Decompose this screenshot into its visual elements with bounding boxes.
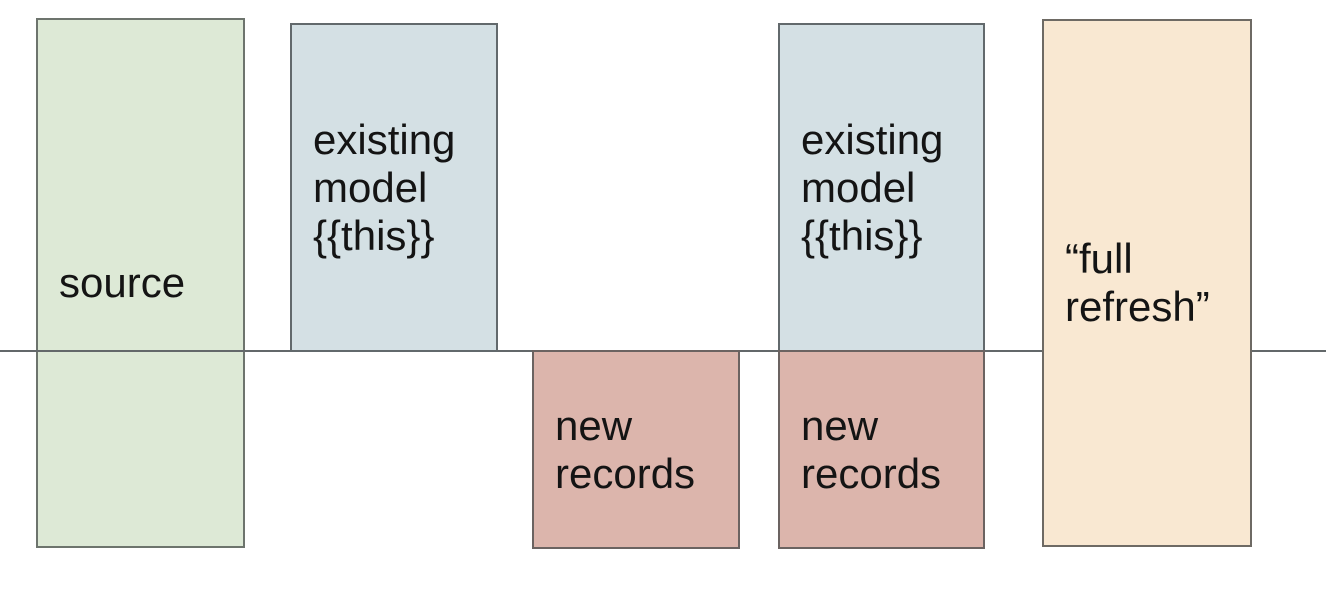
new-records-box-1: new records bbox=[532, 350, 740, 549]
source-box: source bbox=[36, 18, 245, 548]
new-records-box-2-label: new records bbox=[801, 401, 942, 497]
existing-model-box-2-label: existing model {{this}} bbox=[801, 115, 944, 259]
source-box-label: source bbox=[59, 259, 186, 306]
existing-model-box-1-label: existing model {{this}} bbox=[313, 115, 456, 259]
full-refresh-box-label: “full refresh” bbox=[1065, 235, 1210, 330]
new-records-box-1-label: new records bbox=[555, 401, 696, 497]
existing-model-box-1: existing model {{this}} bbox=[290, 23, 498, 352]
existing-model-box-2: existing model {{this}} bbox=[778, 23, 985, 352]
full-refresh-box: “full refresh” bbox=[1042, 19, 1252, 547]
new-records-box-2: new records bbox=[778, 350, 985, 549]
